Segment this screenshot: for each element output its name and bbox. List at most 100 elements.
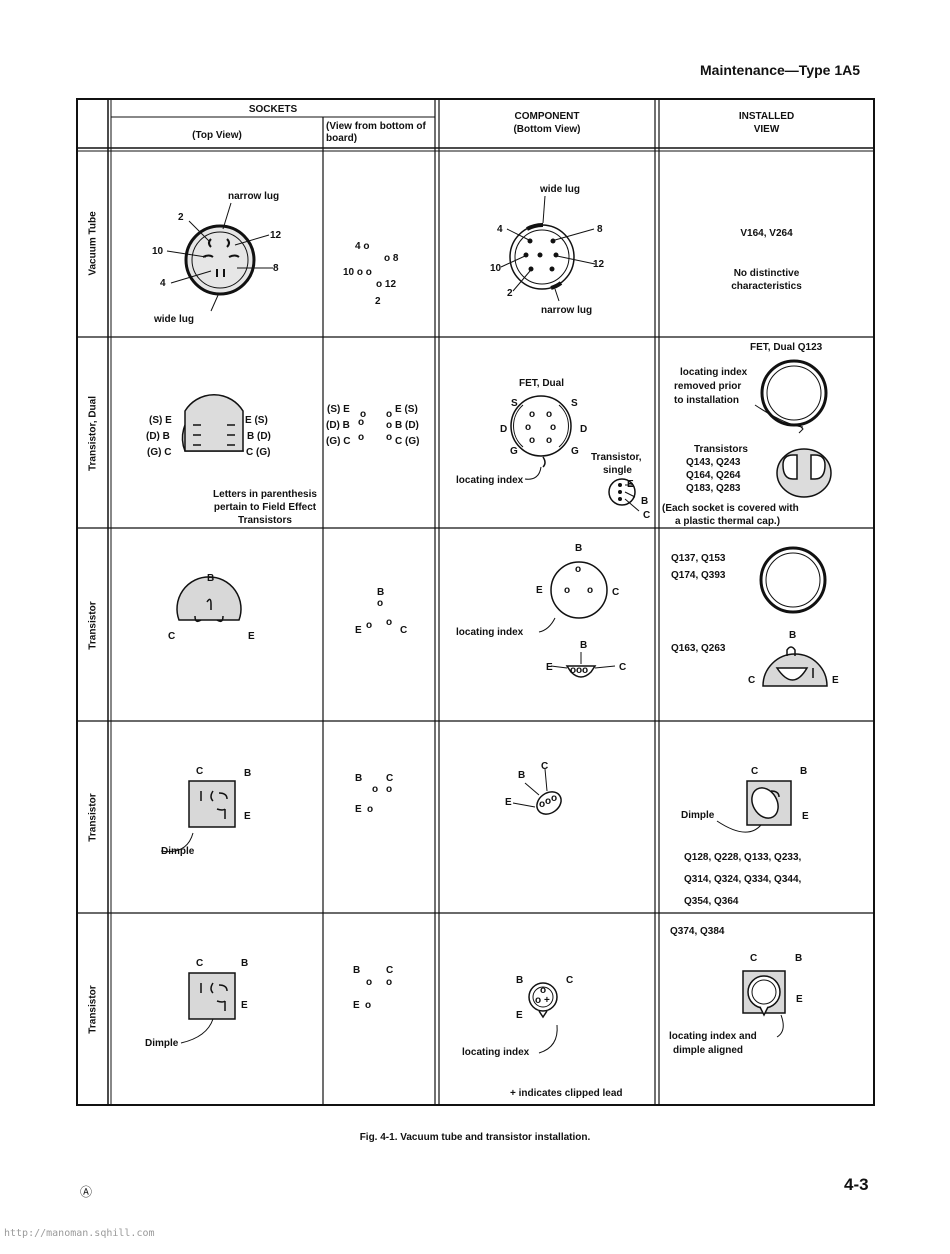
dual-bottom-row3-left: (G) C [326, 436, 351, 447]
sq2-inst-c: C [750, 953, 758, 964]
svg-text:o: o [525, 422, 531, 433]
sq2-bottom-b: B [353, 965, 361, 976]
sq2-inst-e: E [796, 994, 803, 1005]
svg-text:o: o [551, 793, 557, 804]
dual-bottom-row1-left: (S) E [327, 404, 350, 415]
comp-single-c: C [643, 510, 651, 521]
svg-text:o: o [529, 435, 535, 446]
svg-text:o: o [575, 564, 581, 575]
sq-bottom-o3: o [367, 804, 374, 815]
sq-comp-c: C [541, 761, 549, 772]
component-subheader: (Bottom View) [513, 124, 581, 135]
sq-top-b: B [244, 768, 252, 779]
to-comp-b2: B [580, 640, 588, 651]
sq-bottom-c: C [386, 773, 394, 784]
to-comp-b: B [575, 543, 583, 554]
svg-text:o: o [529, 409, 535, 420]
sq-inst-b: B [800, 766, 808, 777]
to-installed-q2: Q174, Q393 [671, 570, 726, 581]
square-transistor-top-view-diagram [160, 780, 236, 853]
to-comp-locating-index: locating index [456, 627, 524, 638]
comp-fet-s-right: S [571, 398, 578, 409]
comp-single-label1: Transistor, [591, 452, 642, 463]
dual-top-g-right: C (G) [246, 447, 271, 458]
sq-comp-b: B [518, 770, 526, 781]
installed-idx1: locating index [680, 367, 748, 378]
installed-idx3: to installation [674, 395, 739, 406]
vt-narrow-lug-label: narrow lug [228, 191, 280, 202]
comp-fet-d-left: D [500, 424, 508, 435]
sq-top-dimple: Dimple [161, 846, 195, 857]
svg-text:+: + [544, 995, 550, 1006]
vt-installed-note1: No distinctive [733, 268, 800, 279]
svg-text:o: o [545, 796, 551, 807]
comp-single-e: E [627, 479, 634, 490]
to-installed-q1: Q137, Q153 [671, 553, 726, 564]
vt-pin-4-label: 4 [160, 278, 166, 289]
sq-inst-q2: Q314, Q324, Q334, Q344, [684, 874, 802, 885]
svg-text:o: o [582, 665, 588, 676]
row-label-transistor-1: Transistor [87, 601, 99, 650]
vt-bottom-line2: o 8 [384, 253, 399, 264]
sq-inst-q1: Q128, Q228, Q133, Q233, [684, 852, 802, 863]
to-bottom-o2: o [366, 620, 373, 631]
dual-top-note3: Transistors [238, 515, 292, 526]
vt-comp-pin2: 2 [507, 288, 513, 299]
dual-bottom-row3-o2: o [386, 432, 393, 443]
dual-top-d-right: B (D) [247, 431, 271, 442]
to-bottom-c: C [400, 625, 408, 636]
to-bottom-o1: o [377, 598, 384, 609]
vt-comp-pin8: 8 [597, 224, 603, 235]
dual-top-note1: Letters in parenthesis [213, 489, 317, 500]
row-label-transistor-dual: Transistor, Dual [87, 395, 99, 472]
to-comp-e2: E [546, 662, 553, 673]
sq2-bottom-c: C [386, 965, 394, 976]
installed-header: INSTALLED [738, 111, 795, 122]
vt-bottom-line3: 10 o o [343, 267, 372, 278]
dual-bottom-row1-o1: o [360, 409, 367, 420]
dual-bottom-row2-o2: o [386, 420, 393, 431]
sq2-comp-e: E [516, 1010, 523, 1021]
svg-text:o: o [576, 665, 582, 676]
vt-bottom-line5: 2 [375, 296, 381, 307]
sq2-top-c: C [196, 958, 204, 969]
sq2-inst-idx2: dimple aligned [673, 1045, 744, 1056]
dual-bottom-row2-o1: o [358, 417, 365, 428]
dual-bottom-row3-right: C (G) [395, 436, 420, 447]
vt-comp-wide-lug: wide lug [540, 184, 580, 195]
vt-installed-note2: characteristics [731, 281, 802, 292]
dual-top-s-left: (S) E [149, 415, 172, 426]
svg-text:o: o [570, 665, 576, 676]
sq2-bottom-o1: o [366, 977, 373, 988]
to-comp-c: C [612, 587, 620, 598]
installed-transistors-label: Transistors [694, 444, 748, 455]
sq-inst-c: C [751, 766, 759, 777]
component-header: COMPONENT [514, 111, 580, 122]
vt-pin-8-label: 8 [273, 263, 279, 274]
vt-comp-narrow-lug: narrow lug [541, 305, 593, 316]
comp-fet-g-right: G [571, 446, 579, 457]
sq2-comp-b: B [516, 975, 524, 986]
installed-idx2: removed prior [674, 381, 742, 392]
clipped-lead-note: + indicates clipped lead [510, 1088, 623, 1099]
svg-text:o: o [546, 409, 552, 420]
vt-pin-2-label: 2 [178, 212, 184, 223]
vacuum-tube-component-diagram [500, 195, 596, 302]
vt-pin-10-label: 10 [152, 246, 164, 257]
dual-bottom-row2-left: (D) B [326, 420, 350, 431]
sq2-inst-parts: Q374, Q384 [670, 926, 725, 937]
transistor-to-top-view-diagram [176, 576, 242, 623]
page-number: 4-3 [844, 1175, 869, 1194]
page-header: Maintenance—Type 1A5 [700, 62, 861, 78]
to-installed-e: E [832, 675, 839, 686]
sq2-top-b: B [241, 958, 249, 969]
row-label-transistor-2: Transistor [87, 793, 99, 842]
row-label-transistor-3: Transistor [87, 985, 99, 1034]
sq2-bottom-o2: o [386, 977, 393, 988]
dual-bottom-row1-o2: o [386, 409, 393, 420]
comp-fet-dual-title: FET, Dual [519, 378, 565, 389]
vt-comp-pin4: 4 [497, 224, 503, 235]
